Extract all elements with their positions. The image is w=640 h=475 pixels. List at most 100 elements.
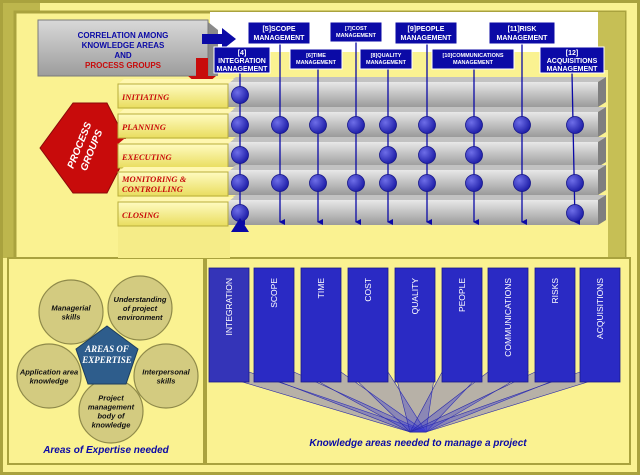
label-name: [9]PEOPLE xyxy=(408,26,445,33)
bar-face xyxy=(300,267,342,383)
bar-face xyxy=(441,267,483,383)
matrix-dot xyxy=(513,174,531,192)
matrix-dot xyxy=(566,174,584,192)
expertise-label: knowledge xyxy=(92,421,131,430)
bar-label: TIME xyxy=(316,278,326,299)
title-line-4: PROCESS GROUPS xyxy=(85,61,162,70)
bar-label: COMMUNICATIONS xyxy=(503,278,513,357)
process-group-label: EXECUTING xyxy=(121,152,172,162)
process-group-box xyxy=(117,171,229,197)
label-name: MANAGEMENT xyxy=(366,60,407,66)
row-bar xyxy=(228,170,598,195)
label-name: MANAGEMENT xyxy=(453,60,494,66)
frame-bevel-left xyxy=(3,3,40,258)
process-group-label: CLOSING xyxy=(122,210,160,220)
title-box: CORRELATION AMONG KNOWLEDGE AREAS AND PR… xyxy=(37,19,218,77)
matrix-dot xyxy=(309,116,327,134)
matrix-dot xyxy=(418,146,436,164)
label-name: [5]SCOPE xyxy=(262,26,295,33)
expertise-label: knowledge xyxy=(30,377,69,386)
matrix-dot xyxy=(271,174,289,192)
row-side-face xyxy=(598,77,606,107)
label-number: [12] xyxy=(566,50,578,57)
matrix-dot xyxy=(465,174,483,192)
bar-label: INTEGRATION xyxy=(224,278,234,335)
label-name: [10]COMMUNICATIONS xyxy=(442,53,503,59)
label-box xyxy=(329,21,383,43)
knowledge-fan xyxy=(208,371,621,433)
knowledge-label-scope: [5]SCOPE MANAGEMENT xyxy=(247,21,311,45)
frame-bevel-right xyxy=(598,12,625,262)
matrix-dot xyxy=(231,146,249,164)
row-top-face xyxy=(228,195,606,200)
label-top-face xyxy=(118,167,234,172)
bar-face xyxy=(208,267,250,383)
knowledge-line-acquisitions xyxy=(571,72,581,225)
expertise-label: skills xyxy=(62,313,81,322)
process-group-box xyxy=(117,201,229,227)
center-line-1: AREAS OF xyxy=(84,344,129,354)
label-name: MANAGEMENT xyxy=(401,35,453,42)
matrix-dots xyxy=(231,86,584,222)
knowledge-bar-communications: COMMUNICATIONS xyxy=(487,267,529,383)
label-name: ACQUISITIONS xyxy=(547,58,598,65)
row-bar xyxy=(228,112,598,137)
expertise-circle xyxy=(133,343,199,409)
label-box xyxy=(539,46,605,74)
expertise-label: management xyxy=(88,403,135,412)
row-top-face xyxy=(228,137,606,142)
matrix-dot xyxy=(347,174,365,192)
matrix-dot xyxy=(513,116,531,134)
expertise-label: skills xyxy=(157,377,176,386)
process-row-monitoring-controlling: MONITORING &CONTROLLING xyxy=(117,165,606,197)
knowledge-bar-cost: COST xyxy=(347,267,389,383)
bar-face xyxy=(394,267,436,383)
center-line-2: EXPERTISE xyxy=(81,355,132,365)
expertise-label: of project xyxy=(123,304,158,313)
bar-face xyxy=(347,267,389,383)
row-bar xyxy=(228,200,598,225)
label-name: INTEGRATION xyxy=(218,58,266,65)
expertise-circle xyxy=(16,343,82,409)
matrix-dot xyxy=(271,116,289,134)
process-group-box xyxy=(117,113,229,139)
matrix-dot xyxy=(347,116,365,134)
label-box xyxy=(247,21,311,45)
process-row-closing: CLOSING xyxy=(117,195,606,227)
matrix-dot xyxy=(231,174,249,192)
row-bar xyxy=(228,142,598,167)
label-name: MANAGEMENT xyxy=(217,66,269,73)
row-top-face xyxy=(228,165,606,170)
knowledge-bar-time: TIME xyxy=(300,267,342,383)
row-side-face xyxy=(598,107,606,137)
title-line-2: KNOWLEDGE AREAS xyxy=(82,41,165,50)
row-side-face xyxy=(598,195,606,225)
row-side-face xyxy=(598,137,606,167)
row-bar xyxy=(228,82,598,107)
process-group-box xyxy=(117,143,229,169)
expertise-label: Interpersonal xyxy=(142,368,190,377)
label-name: MANAGEMENT xyxy=(254,35,306,42)
label-name: [6]TIME xyxy=(306,53,326,59)
matrix-dot xyxy=(309,174,327,192)
knowledge-bar-people: PEOPLE xyxy=(441,267,483,383)
row-top-face xyxy=(228,107,606,112)
knowledge-label-people: [9]PEOPLE MANAGEMENT xyxy=(394,21,458,45)
title-line-3: AND xyxy=(114,51,132,60)
label-name: [7]COST xyxy=(345,26,368,32)
matrix-dot xyxy=(566,204,584,222)
matrix-dot xyxy=(231,116,249,134)
process-row-executing: EXECUTING xyxy=(117,137,606,169)
label-box xyxy=(289,48,343,70)
